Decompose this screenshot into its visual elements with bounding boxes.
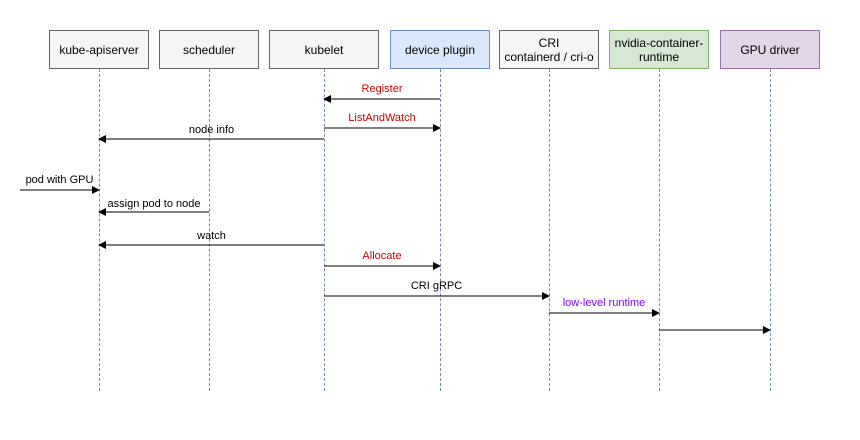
- lifeline-gpu-driver: [769, 69, 771, 391]
- message-label-low-level-runtime: low-level runtime: [562, 297, 646, 309]
- message-label-register: Register: [361, 83, 403, 95]
- lifeline-kube-apiserver: [98, 69, 100, 391]
- participant-scheduler: scheduler: [159, 30, 259, 69]
- message-label-assign-pod: assign pod to node: [107, 198, 201, 210]
- message-label-cri-grpc: CRI gRPC: [410, 280, 463, 292]
- participant-gpu-driver: GPU driver: [720, 30, 820, 69]
- participant-cri: CRI containerd / cri-o: [499, 30, 599, 69]
- participant-kube-apiserver: kube-apiserver: [49, 30, 149, 69]
- lifeline-kubelet: [323, 69, 325, 391]
- message-label-pod-with-gpu: pod with GPU: [25, 174, 94, 186]
- lifeline-cri: [548, 69, 550, 391]
- lifeline-nvidia-container-runtime: [658, 69, 660, 391]
- lifeline-scheduler: [208, 69, 210, 391]
- message-label-allocate: Allocate: [362, 250, 402, 262]
- participant-nvidia-container-runtime: nvidia-container- runtime: [609, 30, 709, 69]
- message-label-watch: watch: [197, 230, 226, 242]
- lifeline-device-plugin: [439, 69, 441, 391]
- participant-device-plugin: device plugin: [390, 30, 490, 69]
- message-label-listandwatch: ListAndWatch: [348, 112, 416, 124]
- participant-kubelet: kubelet: [269, 30, 379, 69]
- message-label-node-info: node info: [188, 124, 235, 136]
